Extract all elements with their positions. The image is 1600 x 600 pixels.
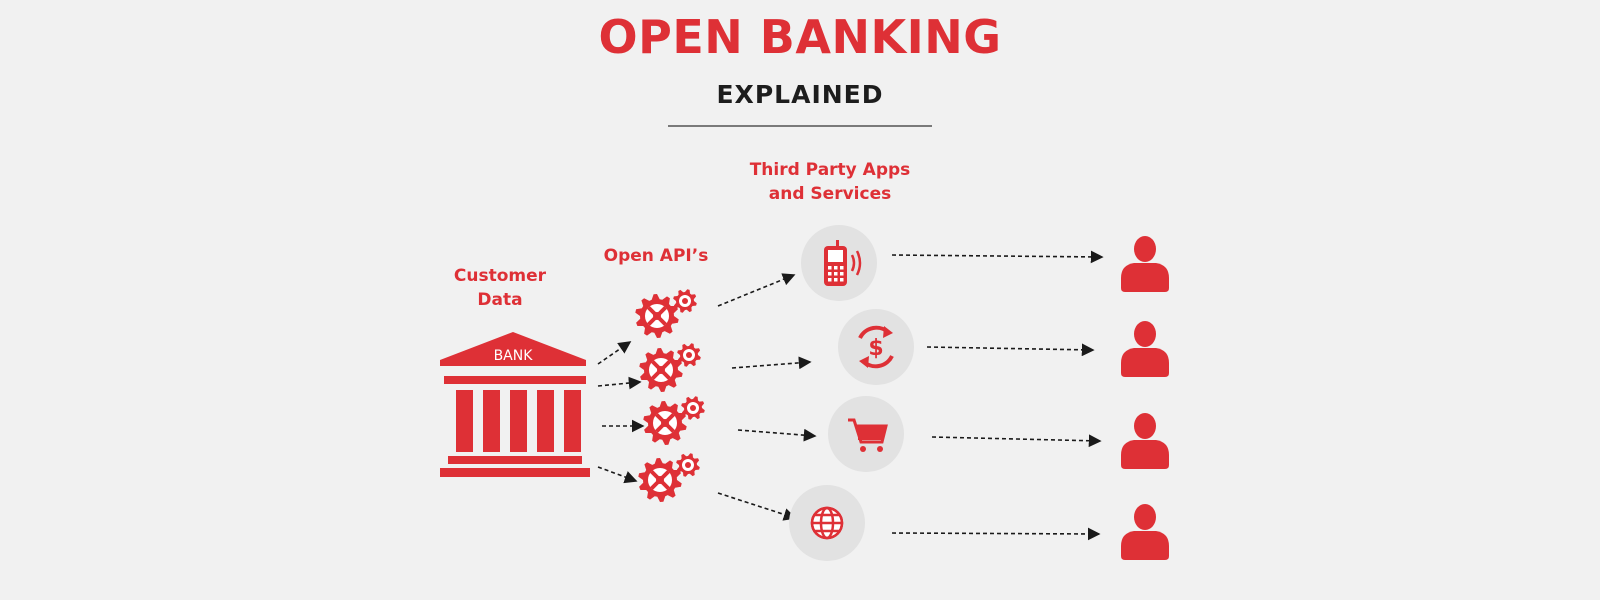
service-to-user-arrows bbox=[891, 250, 1104, 541]
mobile-phone-icon bbox=[824, 240, 862, 286]
users bbox=[1121, 236, 1169, 560]
service-web bbox=[789, 485, 865, 561]
bank-column bbox=[483, 390, 500, 452]
bank-column bbox=[510, 390, 527, 452]
arrow bbox=[926, 343, 1095, 357]
dollar-exchange-icon: $ bbox=[858, 325, 894, 369]
bank-label: BANK bbox=[494, 348, 534, 364]
arrow bbox=[891, 250, 1104, 264]
bank-column bbox=[537, 390, 554, 452]
gear-icon bbox=[635, 294, 679, 338]
bank-icon: BANK bbox=[440, 332, 590, 477]
service-payments: $ bbox=[838, 309, 914, 385]
api-gear-pair bbox=[639, 343, 701, 392]
service-mobile bbox=[801, 225, 877, 301]
arrow bbox=[717, 273, 796, 307]
customer-data-label-line2: Data bbox=[477, 290, 523, 310]
bank-column bbox=[456, 390, 473, 452]
arrow bbox=[731, 356, 812, 370]
small-gear-icon bbox=[677, 343, 701, 367]
open-apis-label: Open API’s bbox=[603, 246, 709, 266]
api-to-service-arrows bbox=[717, 273, 817, 521]
customer-data-label: Customer Data bbox=[440, 264, 560, 312]
page-subtitle: EXPLAINED bbox=[716, 80, 884, 109]
bank-base bbox=[448, 456, 582, 464]
arrow bbox=[931, 434, 1102, 448]
globe-icon bbox=[810, 506, 844, 540]
arrow bbox=[891, 527, 1101, 541]
arrow bbox=[597, 376, 642, 390]
bank-column bbox=[564, 390, 581, 452]
bank-beam bbox=[444, 376, 586, 384]
api-gear-pair bbox=[643, 396, 705, 445]
third-party-label-line1: Third Party Apps bbox=[749, 160, 911, 180]
user-icon bbox=[1121, 321, 1169, 377]
page-title: OPEN BANKING bbox=[598, 10, 1002, 64]
third-party-label: Third Party Apps and Services bbox=[720, 158, 940, 206]
user-icon bbox=[1121, 504, 1169, 560]
gear-icon bbox=[639, 348, 683, 392]
api-gear-pair bbox=[635, 289, 697, 338]
small-gear-icon bbox=[676, 453, 700, 477]
customer-data-label-line1: Customer bbox=[453, 266, 547, 286]
bank-base bbox=[440, 468, 590, 477]
arrow bbox=[597, 341, 632, 365]
bank-roof bbox=[440, 332, 586, 366]
gear-icon bbox=[643, 401, 687, 445]
api-gear-pair bbox=[638, 453, 700, 502]
bank-to-api-arrows bbox=[597, 341, 645, 484]
arrow bbox=[717, 492, 797, 521]
small-gear-icon bbox=[673, 289, 697, 313]
svg-text:$: $ bbox=[868, 336, 883, 361]
small-gear-icon bbox=[681, 396, 705, 420]
third-party-label-line2: and Services bbox=[768, 184, 892, 204]
service-shopping bbox=[828, 396, 904, 472]
user-icon bbox=[1121, 236, 1169, 292]
service-circle bbox=[838, 309, 914, 385]
api-gears bbox=[635, 289, 705, 502]
arrow bbox=[737, 428, 817, 442]
gear-icon bbox=[638, 458, 682, 502]
user-icon bbox=[1121, 413, 1169, 469]
arrow bbox=[597, 466, 638, 484]
shopping-cart-icon bbox=[848, 418, 888, 452]
